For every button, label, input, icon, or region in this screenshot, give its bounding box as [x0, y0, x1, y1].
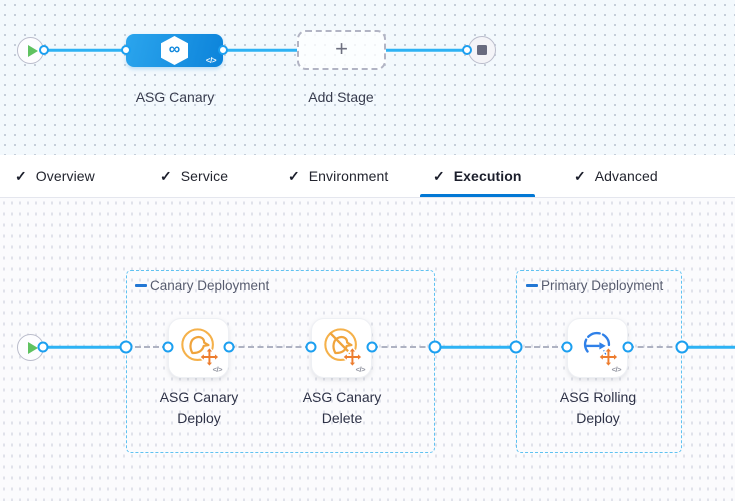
- step-label-asg-canary-deploy: ASG Canary Deploy: [129, 387, 269, 429]
- group-title-primary-deployment[interactable]: Primary Deployment: [526, 278, 663, 293]
- plus-icon: +: [335, 36, 348, 61]
- connector-port[interactable]: [622, 341, 634, 353]
- code-icon: </>: [611, 365, 622, 374]
- group-title-canary-deployment[interactable]: Canary Deployment: [135, 278, 269, 293]
- check-icon: ✓: [15, 167, 27, 184]
- step-asg-canary-delete[interactable]: </>: [311, 318, 372, 378]
- connector-port[interactable]: [223, 341, 235, 353]
- connector-port[interactable]: [366, 341, 378, 353]
- connector-line-dashed: [372, 346, 435, 348]
- canary-delete-icon: [323, 328, 363, 368]
- connector-port[interactable]: [119, 340, 133, 354]
- connector-port[interactable]: [39, 45, 49, 55]
- connector-port[interactable]: [462, 45, 472, 55]
- connector-line: [223, 48, 297, 52]
- play-icon: [27, 341, 38, 354]
- step-label-line: Deploy: [576, 410, 620, 426]
- connector-line: [386, 48, 467, 52]
- add-stage-label: Add Stage: [308, 89, 374, 105]
- group-title-dash-icon: [135, 284, 147, 287]
- connector-port[interactable]: [37, 341, 49, 353]
- stage-asg-canary[interactable]: ∞ </>: [126, 34, 223, 67]
- tab-environment[interactable]: ✓ Environment: [275, 155, 401, 197]
- step-label-asg-rolling-deploy: ASG Rolling Deploy: [528, 387, 668, 429]
- pipeline-end-node[interactable]: [468, 36, 496, 64]
- check-icon: ✓: [288, 167, 300, 184]
- connector-port[interactable]: [218, 45, 228, 55]
- tab-advanced[interactable]: ✓ Advanced: [561, 155, 671, 197]
- play-icon: [27, 44, 38, 57]
- group-title-label: Canary Deployment: [150, 278, 270, 293]
- connector-port[interactable]: [121, 45, 131, 55]
- connector-port[interactable]: [561, 341, 573, 353]
- connector-line-dashed: [229, 346, 311, 348]
- tab-label: Environment: [308, 168, 389, 184]
- connector-port[interactable]: [162, 341, 174, 353]
- step-label-asg-canary-delete: ASG Canary Delete: [272, 387, 412, 429]
- add-stage-button[interactable]: +: [297, 30, 386, 70]
- step-label-line: Delete: [321, 410, 363, 426]
- connector-port[interactable]: [675, 340, 689, 354]
- connector-port[interactable]: [305, 341, 317, 353]
- code-icon: </>: [205, 56, 217, 65]
- tab-service[interactable]: ✓ Service: [147, 155, 241, 197]
- tab-label: Overview: [35, 168, 95, 184]
- step-asg-canary-deploy[interactable]: </>: [168, 318, 229, 378]
- stop-icon: [477, 45, 487, 55]
- connector-line-dashed: [126, 346, 168, 348]
- step-label-line: Deploy: [177, 410, 221, 426]
- group-title-label: Primary Deployment: [541, 278, 664, 293]
- group-title-dash-icon: [526, 284, 538, 287]
- step-label-line: ASG Canary: [159, 389, 239, 405]
- step-label-line: ASG Rolling: [559, 389, 637, 405]
- rolling-deploy-icon: [583, 331, 619, 368]
- step-label-line: ASG Canary: [302, 389, 382, 405]
- stage-label: ASG Canary: [135, 89, 215, 105]
- connector-line: [44, 48, 126, 52]
- tab-label: Advanced: [594, 168, 658, 184]
- connector-port[interactable]: [509, 340, 523, 354]
- connector-line: [435, 345, 516, 349]
- connector-line: [46, 345, 126, 349]
- tab-overview[interactable]: ✓ Overview: [2, 155, 108, 197]
- check-icon: ✓: [433, 167, 445, 184]
- connector-port[interactable]: [428, 340, 442, 354]
- harness-logo-icon: ∞: [161, 36, 188, 65]
- step-group-primary-deployment[interactable]: [516, 270, 682, 453]
- code-icon: </>: [212, 365, 223, 374]
- connector-line-dashed: [628, 346, 682, 348]
- infinity-glyph: ∞: [168, 40, 181, 58]
- tab-execution[interactable]: ✓ Execution: [420, 155, 535, 197]
- check-icon: ✓: [574, 167, 586, 184]
- stage-config-tabs: ✓ Overview ✓ Service ✓ Environment ✓ Exe…: [0, 155, 735, 197]
- execution-graph-canvas[interactable]: Canary Deployment Primary Deployment </>…: [0, 197, 735, 501]
- connector-line: [682, 345, 735, 349]
- code-icon: </>: [355, 365, 366, 374]
- connector-line-dashed: [516, 346, 567, 348]
- pipeline-stage-canvas[interactable]: ∞ </> + ASG Canary Add Stage: [0, 0, 735, 155]
- canary-deploy-icon: [180, 328, 220, 368]
- check-icon: ✓: [160, 167, 172, 184]
- tab-label: Service: [180, 168, 229, 184]
- step-asg-rolling-deploy[interactable]: </>: [567, 318, 628, 378]
- tab-label: Execution: [453, 168, 522, 184]
- step-group-canary-deployment[interactable]: [126, 270, 435, 453]
